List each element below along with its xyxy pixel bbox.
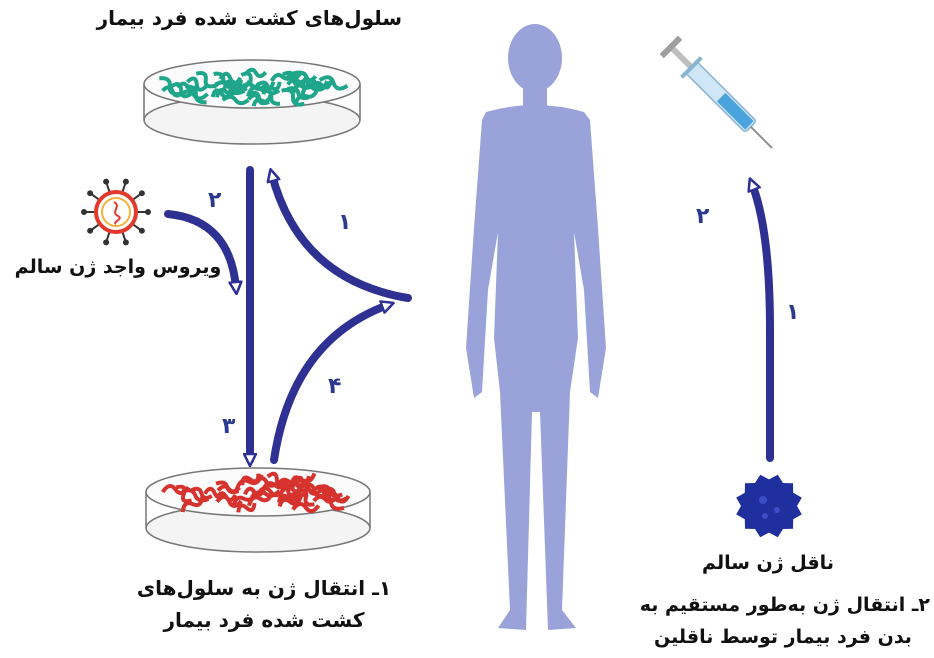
step-number-4: ۴: [328, 374, 341, 399]
vector-label: ناقل ژن سالم: [668, 552, 868, 574]
step-number-2-right: ۲: [696, 204, 709, 229]
step-number-2-left: ۲: [208, 188, 221, 213]
method2-title-line1: ۲ـ انتقال ژن به‌طور مستقیم به: [636, 594, 930, 616]
top-petri-dish: [144, 60, 360, 144]
syringe-icon: [659, 35, 782, 158]
method1-title-line1: ۱ـ انتقال ژن به سلول‌های: [124, 576, 404, 600]
gene-vector-icon: [736, 475, 802, 537]
method1-title-line2: کشت شده فرد بیمار: [124, 608, 404, 632]
step-number-3: ۳: [222, 414, 235, 439]
step-number-1-right: ۱: [786, 300, 799, 325]
step-number-1-left: ۱: [338, 210, 351, 235]
virus-icon: [81, 179, 151, 246]
human-body-silhouette: [466, 24, 606, 630]
virus-label: ویروس واجد ژن سالم: [8, 256, 228, 278]
arrow-patient-to-top-dish: [272, 175, 408, 298]
top-dish-label: سلول‌های کشت شده فرد بیمار: [102, 6, 402, 30]
method2-title-line2: بدن فرد بیمار توسط ناقلین: [636, 626, 930, 648]
bottom-petri-dish: [146, 468, 370, 552]
arrow-vector-to-syringe: [752, 184, 770, 458]
